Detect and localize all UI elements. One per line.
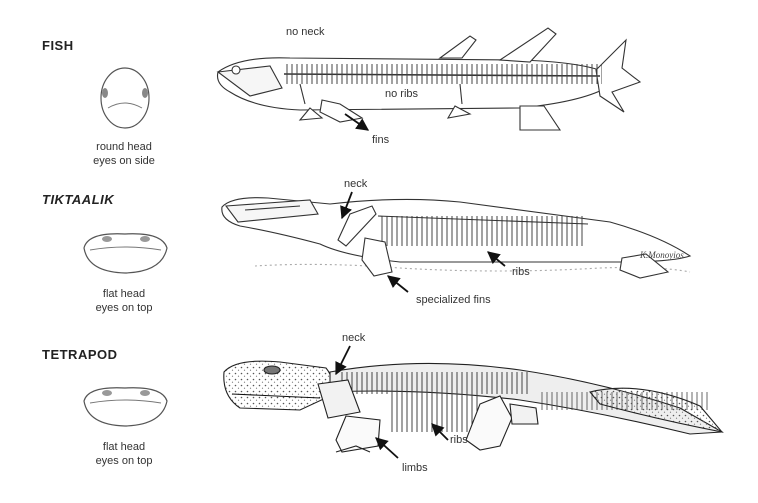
tiktaalik-ribs-label: ribs [512,266,530,278]
tetrapod-ribs-label: ribs [450,434,468,446]
tetrapod-limbs-arrow [375,437,399,459]
fish-no-ribs-label: no ribs [385,88,419,100]
tetrapod-ribs-arrow [431,423,449,441]
tetrapod-neck-label: neck [342,332,366,344]
fish-caption-line-1: round head [96,141,152,153]
tiktaalik-neck-label: neck [344,178,368,190]
tiktaalik-head-caption: flat head eyes on top [54,287,194,315]
tiktaalik-head-sketch [83,233,168,274]
artist-signature: K.Monoyios [639,250,684,260]
fish-head-caption: round head eyes on side [54,140,194,168]
fish-title: FISH [42,38,74,53]
tiktaalik-caption-line-1: flat head [102,288,146,300]
tetrapod-caption-line-2: eyes on top [95,455,153,467]
fish-skeleton-drawing [216,27,642,131]
tiktaalik-specialized-fins-label: specialized fins [416,294,491,306]
tiktaalik-title: TIKTAALIK [42,192,115,207]
tetrapod-title: TETRAPOD [42,347,118,362]
tiktaalik-caption-line-2: eyes on top [95,302,153,314]
fish-fins-arrow [344,113,370,131]
tiktaalik-fins-arrow [387,275,409,293]
tetrapod-caption-line-1: flat head [102,441,146,453]
fish-fins-label: fins [372,134,390,146]
fish-caption-line-2: eyes on side [93,155,155,167]
tetrapod-limbs-label: limbs [402,462,428,474]
fish-no-neck-label: no neck [286,26,325,38]
tiktaalik-drawing [221,197,692,279]
tetrapod-head-sketch [83,387,168,427]
fish-head-sketch [100,67,150,129]
tetrapod-head-caption: flat head eyes on top [54,440,194,468]
tiktaalik-neck-arrow [340,191,353,220]
tetrapod-neck-arrow [335,345,351,376]
tiktaalik-ribs-arrow [487,251,506,267]
tetrapod-skeleton-drawing [223,360,724,453]
